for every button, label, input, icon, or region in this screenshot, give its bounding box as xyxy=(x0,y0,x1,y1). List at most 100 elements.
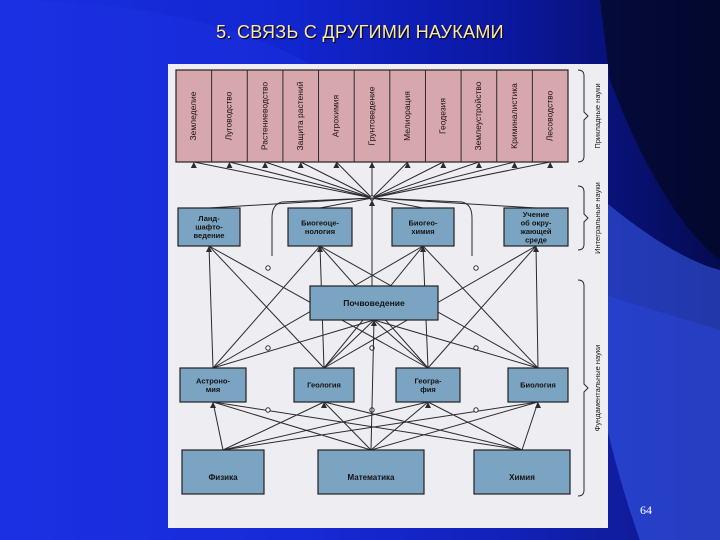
applied-group-bracket xyxy=(577,69,589,163)
arrowhead xyxy=(533,246,539,252)
integral-science-label: об окру- xyxy=(521,218,552,227)
applied-science-label: Луговодство xyxy=(224,91,234,140)
fan-line xyxy=(264,161,373,199)
fundamental-group-label: Фундаментальные науки xyxy=(593,345,602,432)
base-to-central-line xyxy=(370,319,375,451)
fan-line xyxy=(371,161,515,199)
integral-science-label: шафто- xyxy=(195,223,223,232)
fundamental-to-central-line xyxy=(323,319,375,369)
fundamental-to-integral-line xyxy=(208,245,214,369)
arrowhead xyxy=(190,162,197,168)
integral-science-label: Учение xyxy=(523,210,550,219)
arrowhead xyxy=(369,162,375,168)
base-to-fundamental-line xyxy=(323,401,372,451)
integral-science-label: Биогеоце- xyxy=(301,218,339,227)
fundamental-group-bracket xyxy=(577,279,589,497)
fan-line xyxy=(229,161,373,199)
fan-line xyxy=(193,161,373,199)
applied-science-label: Землеустройство xyxy=(473,81,483,150)
fundamental-to-central-line xyxy=(373,319,539,369)
integral-group-label: Интегральные науки xyxy=(593,182,602,254)
fundamental-science-label: Геогра- xyxy=(415,376,442,385)
arrowhead xyxy=(475,162,482,168)
central-science-box xyxy=(309,285,439,321)
arrowhead xyxy=(420,246,426,252)
fan-line xyxy=(300,161,373,199)
fundamental-science-label: Геология xyxy=(307,381,341,390)
arrowhead xyxy=(511,162,518,168)
arrowhead xyxy=(262,162,269,168)
fan-line xyxy=(371,161,551,199)
integral-science-label: среде xyxy=(525,235,547,244)
integral-science-label: ведение xyxy=(194,231,225,240)
arrowhead xyxy=(369,200,375,206)
arrowhead xyxy=(440,162,447,168)
fundamental-science-box xyxy=(293,367,355,403)
arrowhead xyxy=(321,402,327,408)
junction-dot xyxy=(473,265,479,271)
arrowhead xyxy=(404,162,411,168)
diagram-canvas: Земледелие Луговодство Растениеводство Защи… xyxy=(175,69,602,497)
central-science-label: Почвоведение xyxy=(343,298,405,308)
applied-science-label: Земледелие xyxy=(188,91,198,140)
applied-science-label: Грунтоведение xyxy=(366,86,376,145)
integral-science-label: Биогео- xyxy=(409,218,438,227)
applied-science-label: Защита растений xyxy=(295,81,305,150)
fan-line xyxy=(371,161,480,199)
fundamental-to-central-line xyxy=(212,319,375,369)
base-to-fundamental-line xyxy=(370,401,429,451)
junction-dot xyxy=(473,407,479,413)
integral-to-hub-line xyxy=(208,197,373,209)
fundamental-science-box xyxy=(395,367,461,403)
fan-line xyxy=(371,161,444,199)
applied-science-label: Геодезия xyxy=(438,98,448,134)
science-relations-diagram: Земледелие Луговодство Растениеводство Защи… xyxy=(168,64,608,528)
arrowhead xyxy=(535,402,541,408)
arrowhead xyxy=(226,162,233,168)
arrowhead xyxy=(333,162,340,168)
integral-group-bracket xyxy=(577,185,589,251)
fundamental-science-label: фия xyxy=(420,385,436,394)
base-science-label: Физика xyxy=(208,473,238,482)
fundamental-to-integral-line xyxy=(427,245,537,369)
base-to-fundamental-line xyxy=(212,401,224,451)
applied-science-label: Растениеводство xyxy=(259,82,269,151)
fan-line xyxy=(336,161,373,199)
arrowhead xyxy=(425,402,431,408)
applied-group-label: Прикладные науки xyxy=(593,83,602,148)
fundamental-to-integral-line xyxy=(422,245,539,369)
integral-science-label: Ланд- xyxy=(198,214,220,223)
arrowhead xyxy=(297,162,304,168)
fundamental-science-label: мия xyxy=(206,385,221,394)
base-science-box xyxy=(317,449,425,495)
arrowhead xyxy=(210,402,216,408)
junction-dot xyxy=(265,407,271,413)
arrowhead xyxy=(206,246,212,252)
base-to-fundamental-line xyxy=(222,401,325,451)
fundamental-science-label: Биология xyxy=(520,381,556,390)
base-to-fundamental-line xyxy=(212,401,372,451)
integral-to-hub-line xyxy=(319,197,373,209)
base-science-label: Математика xyxy=(347,473,395,482)
applied-science-label: Лесоводство xyxy=(544,90,554,141)
page-number: 64 xyxy=(640,503,652,517)
base-science-label: Химия xyxy=(509,473,535,482)
junction-dot xyxy=(265,265,271,271)
junction-dot xyxy=(265,345,271,351)
base-to-fundamental-line xyxy=(370,401,539,451)
integral-to-hub-line xyxy=(371,197,424,209)
base-to-fundamental-line xyxy=(521,401,539,451)
integral-to-hub-line xyxy=(371,197,537,209)
fundamental-science-box xyxy=(179,367,247,403)
base-science-box xyxy=(473,449,571,495)
fan-line xyxy=(371,161,408,199)
base-to-fundamental-line xyxy=(212,401,523,451)
hub-bracket-line xyxy=(271,197,373,256)
slide-title: 5. СВЯЗЬ С ДРУГИМИ НАУКАМИ xyxy=(216,22,504,42)
applied-science-label: Мелиорация xyxy=(402,91,412,141)
hub-bracket-line xyxy=(371,197,473,256)
integral-science-label: химия xyxy=(411,227,434,236)
fundamental-science-label: Астроно- xyxy=(196,376,230,385)
base-science-box xyxy=(181,449,265,495)
applied-science-label: Агрохимия xyxy=(331,94,341,137)
